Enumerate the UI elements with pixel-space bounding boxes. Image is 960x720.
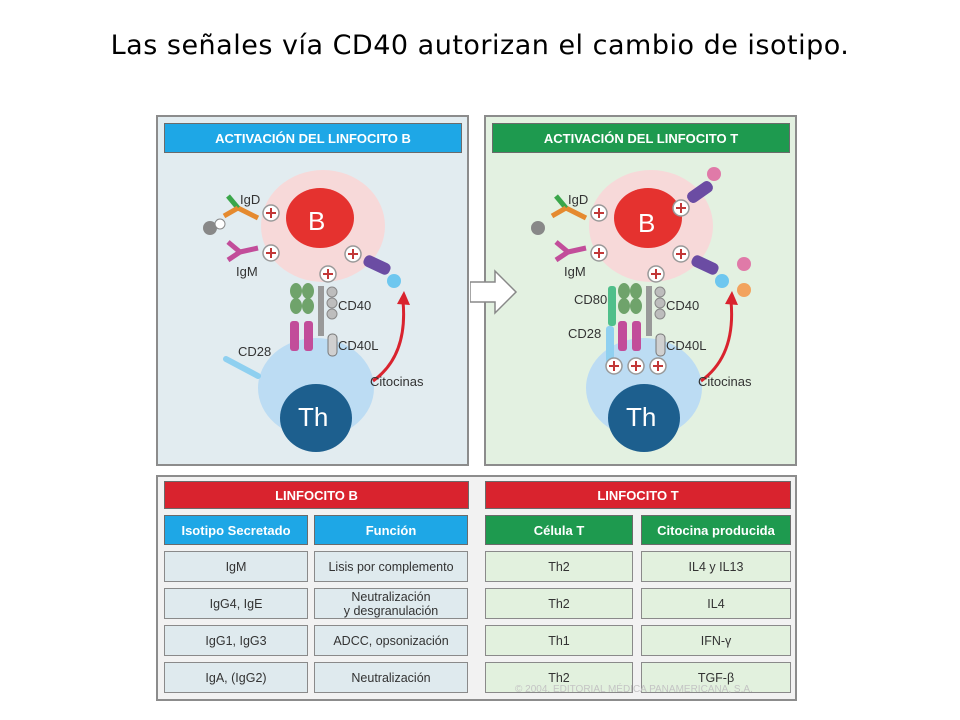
cell-citocina: IL4 (641, 588, 791, 619)
t-th-label: Th (626, 402, 657, 432)
t-activation-header: ACTIVACIÓN DEL LINFOCITO T (492, 123, 790, 153)
cd28-receptor (223, 356, 261, 379)
b-igd-label: IgD (240, 192, 261, 207)
th-nucleus (280, 384, 352, 452)
col-header-celula: Célula T (485, 515, 633, 545)
cell-funcion: Neutralización (314, 662, 468, 693)
cell-celula: Th2 (485, 588, 633, 619)
t-cd80-label: CD80 (574, 292, 608, 307)
cell-celula: Th2 (485, 551, 633, 582)
b-igm-label: IgM (236, 264, 258, 279)
cell-funcion: Neutralización y desgranulación (314, 588, 468, 619)
b-cd28-label: CD28 (238, 344, 272, 359)
b-cell-label: B (308, 206, 326, 236)
igm-receptor (226, 240, 259, 263)
b-nucleus (286, 188, 354, 248)
copyright-watermark: © 2004. EDITORIAL MÉDICA PANAMERICANA, S… (515, 684, 753, 695)
slide-title: Las señales vía CD40 autorizan el cambio… (110, 30, 850, 61)
t-igd-label: IgD (568, 192, 589, 207)
t-cd40-label: CD40 (666, 298, 700, 313)
cell-isotipo: IgM (164, 551, 308, 582)
cell-isotipo: IgG4, IgE (164, 588, 308, 619)
t-igm-label: IgM (564, 264, 586, 279)
cell-isotipo: IgA, (IgG2) (164, 662, 308, 693)
cytokine-arrow (372, 300, 406, 383)
b-activation-diagram (203, 170, 410, 452)
cell-citocina: TGF-β (641, 662, 791, 693)
cell-isotipo: IgG1, IgG3 (164, 625, 308, 656)
cell-citocina: IL4 y IL13 (641, 551, 791, 582)
cell-celula: Th2 (485, 662, 633, 693)
cell-funcion: Lisis por complemento (314, 551, 468, 582)
b-cd40-label: CD40 (338, 298, 372, 313)
cell-celula: Th1 (485, 625, 633, 656)
cell-citocina: IFN-γ (641, 625, 791, 656)
col-header-funcion: Función (314, 515, 468, 545)
t-citocinas-label: Citocinas (698, 374, 752, 389)
igd-receptor (222, 194, 260, 221)
b-table-header: LINFOCITO B (164, 481, 469, 509)
th-nucleus (608, 384, 680, 452)
t-table-header: LINFOCITO T (485, 481, 791, 509)
col-header-citocina: Citocina producida (641, 515, 791, 545)
b-activation-header: ACTIVACIÓN DEL LINFOCITO B (164, 123, 462, 153)
b-th-label: Th (298, 402, 329, 432)
b-citocinas-label: Citocinas (370, 374, 424, 389)
b-nucleus (614, 188, 682, 248)
b-cd40l-label: CD40L (338, 338, 379, 353)
cell-funcion: ADCC, opsonización (314, 625, 468, 656)
transition-arrow (470, 269, 518, 315)
t-cd40l-label: CD40L (666, 338, 707, 353)
col-header-isotipo: Isotipo Secretado (164, 515, 308, 545)
t-activation-diagram (531, 167, 751, 452)
t-b-cell-label: B (638, 208, 656, 238)
t-cd28-label: CD28 (568, 326, 602, 341)
